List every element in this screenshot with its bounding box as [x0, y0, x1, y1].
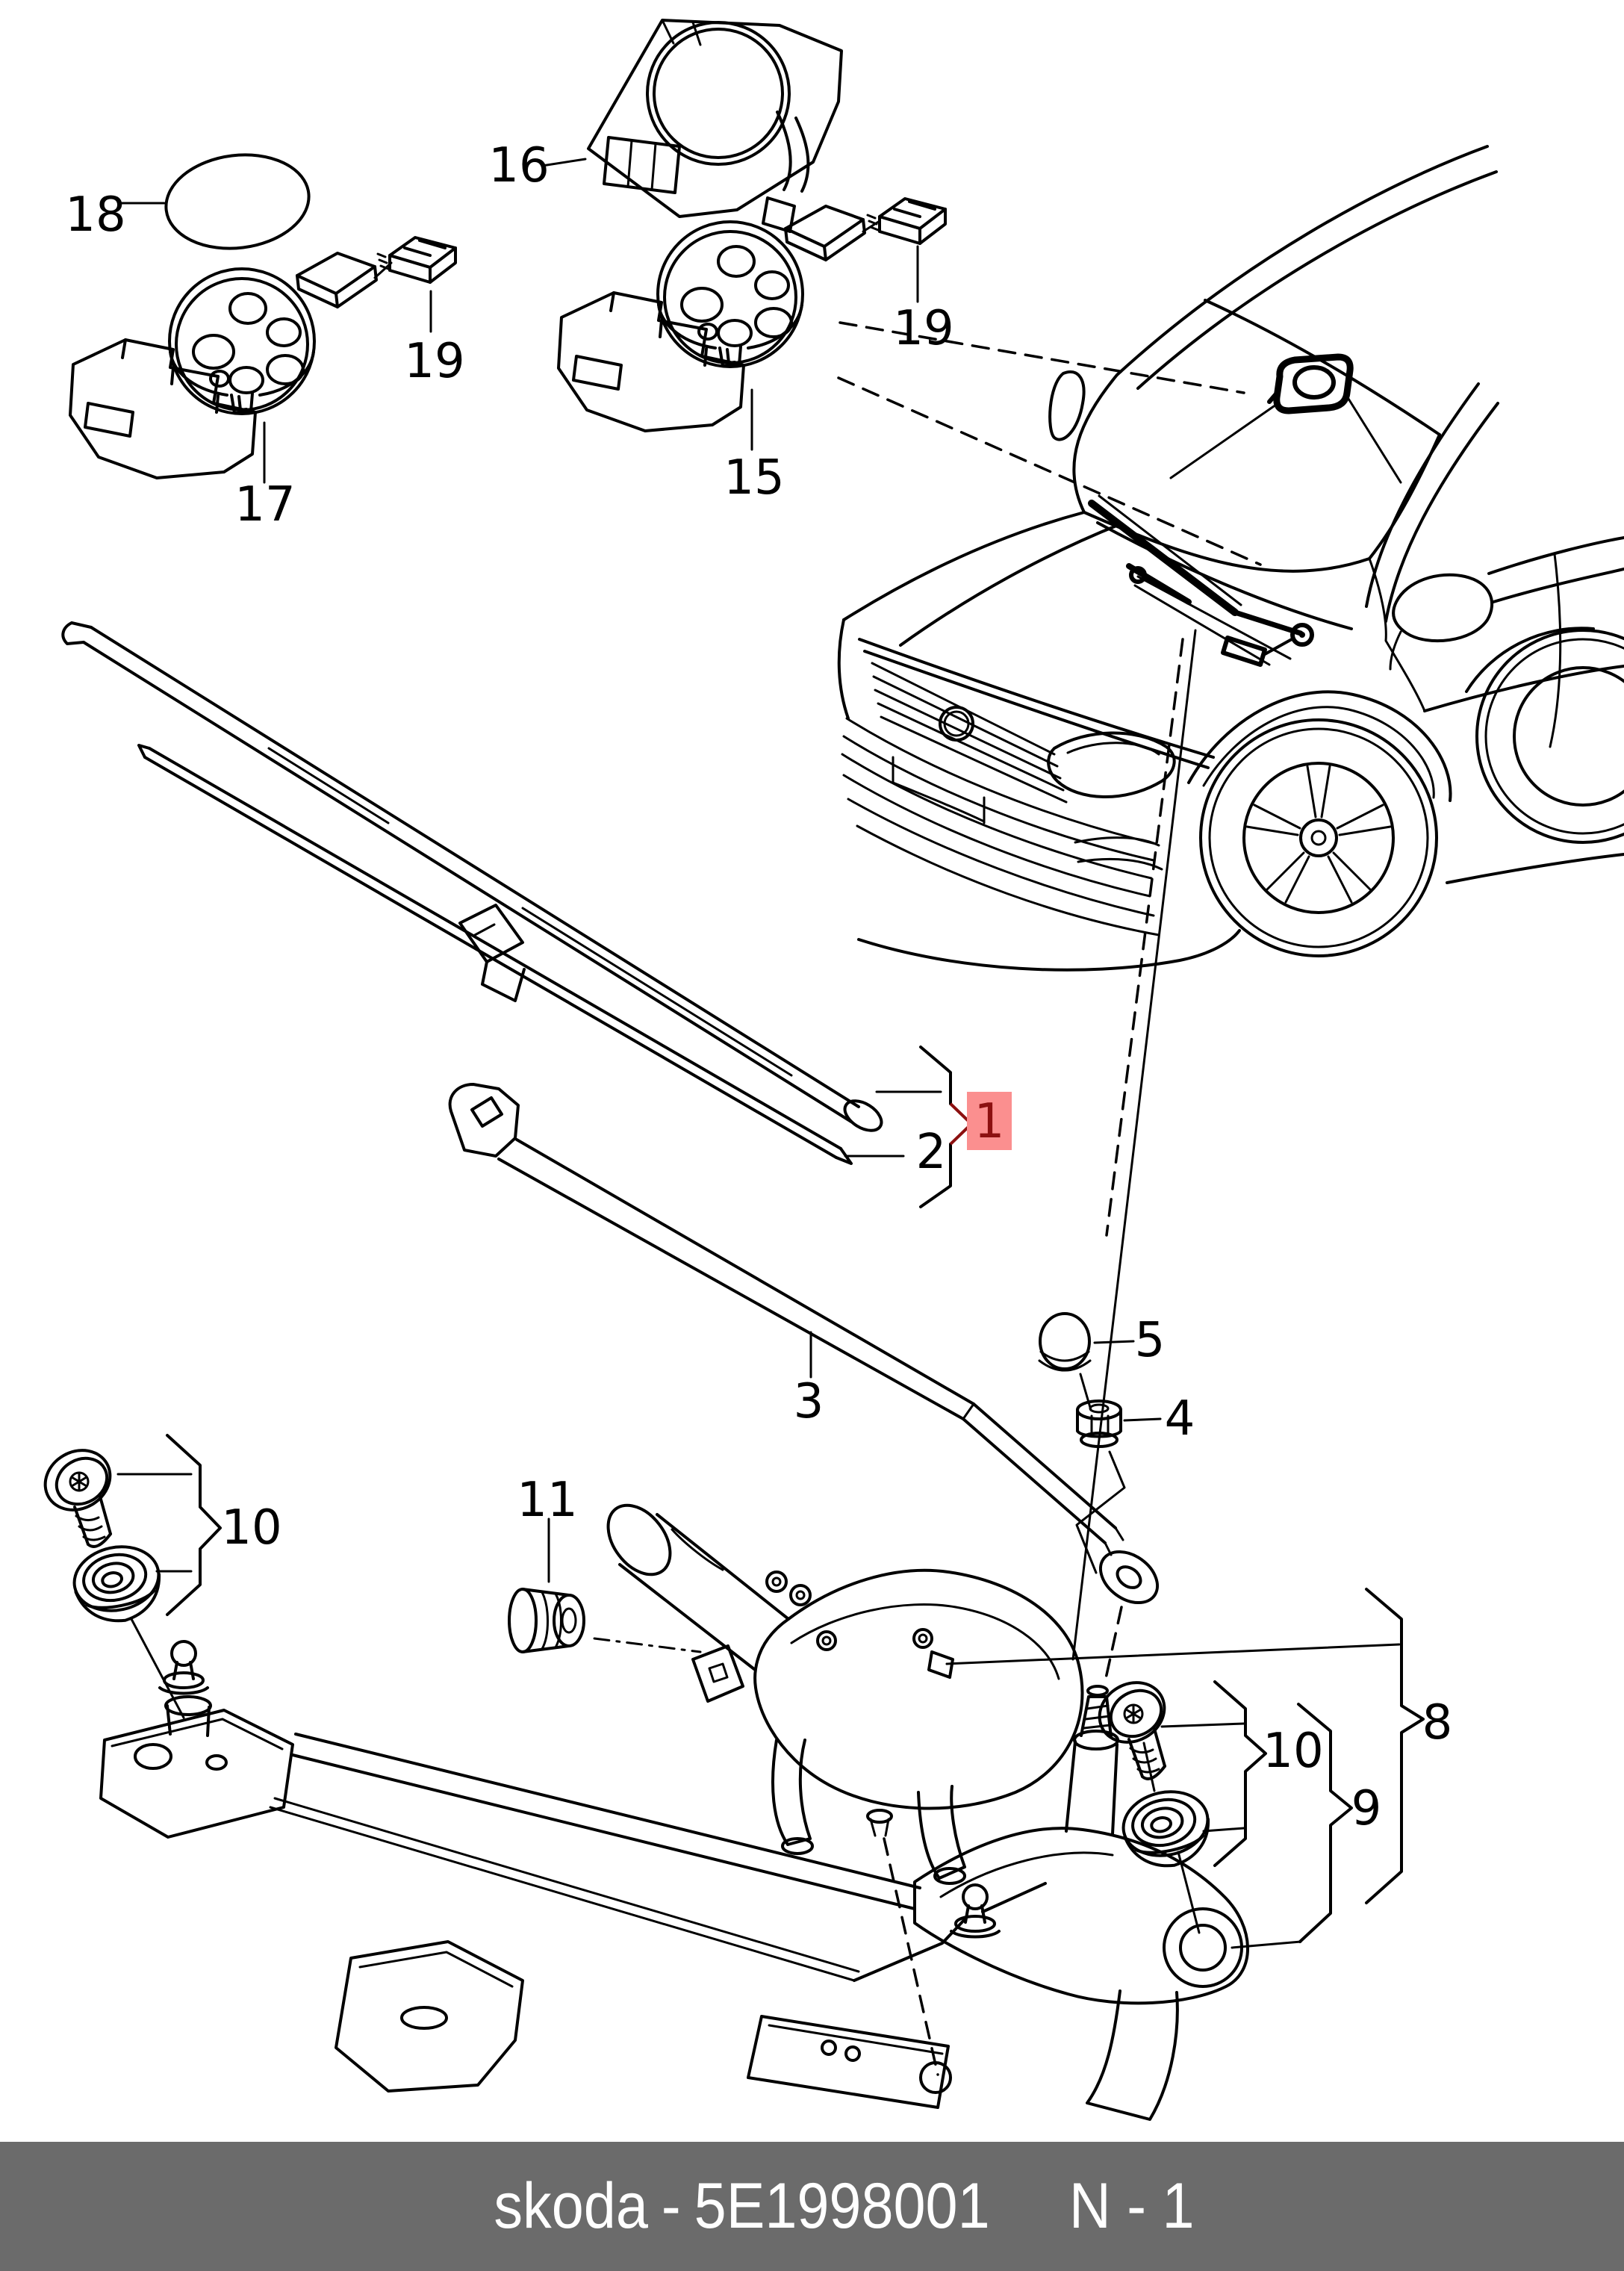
group-brackets: [166, 1046, 1425, 1943]
rain-sensor-15-assembly: [557, 205, 881, 432]
part-callout-11[interactable]: 11: [517, 1473, 577, 1528]
part-callout-19b[interactable]: 19: [893, 301, 953, 356]
wiper-motor-11: [606, 1503, 1084, 1885]
part-callout-1[interactable]: 1: [974, 1094, 1005, 1149]
part-callout-16[interactable]: 16: [488, 138, 549, 193]
footer-text: skoda-5E1998001 N - 1: [494, 2169, 1195, 2243]
connector-19-left: [376, 236, 457, 284]
part-callout-2[interactable]: 2: [916, 1125, 947, 1180]
wiper-blade-1: [61, 621, 883, 1132]
footer-bar: skoda-5E1998001 N - 1: [0, 2142, 1624, 2271]
part-callout-10b[interactable]: 10: [1263, 1724, 1323, 1779]
footer-separator: -: [662, 2170, 681, 2242]
part-callout-15[interactable]: 15: [724, 450, 784, 506]
gel-pad-18: [164, 153, 311, 250]
connector-19-middle: [866, 197, 947, 245]
wiper-refill-2: [137, 744, 853, 1165]
part-callout-5[interactable]: 5: [1135, 1313, 1166, 1368]
windshield-sensor-pad: [1267, 353, 1354, 414]
part-callout-17[interactable]: 17: [234, 477, 295, 532]
footer-page-code: N - 1: [1069, 2170, 1195, 2242]
leader-lines: [116, 158, 1401, 2076]
part-callout-8[interactable]: 8: [1422, 1695, 1453, 1750]
part-callout-9[interactable]: 9: [1351, 1781, 1382, 1836]
part-callout-18[interactable]: 18: [65, 187, 125, 243]
callout-highlight-box[interactable]: [967, 1092, 1012, 1150]
part-callout-10a[interactable]: 10: [221, 1500, 281, 1556]
screw-grommet-10-left: [33, 1437, 169, 1631]
motor-mount-11: [508, 1588, 585, 1653]
sensor-frame-16: [587, 19, 843, 233]
callout-labels: 16 18 19 17 15 19 12 3 5 4 11 10 10 98: [65, 138, 1452, 1836]
part-callout-3[interactable]: 3: [794, 1374, 824, 1429]
rain-sensor-17-assembly: [69, 252, 393, 479]
installed-wiper-art: [1088, 494, 1314, 667]
footer-part-number: 5E1998001: [694, 2170, 990, 2242]
part-callout-19a[interactable]: 19: [404, 334, 464, 389]
part-callout-4[interactable]: 4: [1165, 1391, 1195, 1447]
car-outline: [837, 145, 1624, 972]
footer-brand: skoda: [494, 2170, 649, 2242]
cap-5: [1038, 1312, 1092, 1372]
linkage-frame: [99, 1640, 1249, 2121]
wiper-arm-3: [448, 1083, 1160, 1605]
